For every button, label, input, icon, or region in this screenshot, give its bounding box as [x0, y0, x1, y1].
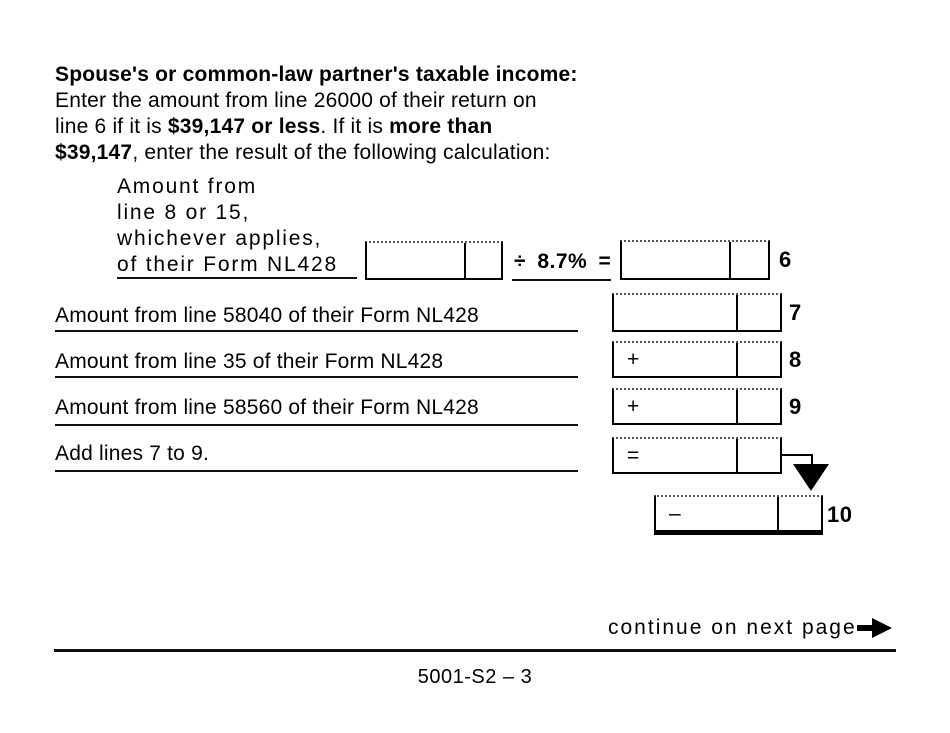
add-lines-underline: [55, 470, 578, 472]
line7-label: Amount from line 58040 of their Form NL4…: [55, 304, 479, 327]
intro-line-2: Enter the amount from line 26000 of thei…: [55, 89, 537, 112]
line6-label-4: of their Form NL428: [117, 253, 338, 276]
intro-line3-text2: . If it is: [320, 115, 390, 138]
line6-amount-box-a[interactable]: [365, 241, 503, 280]
line8-operator[interactable]: +: [627, 347, 640, 371]
line7-operator[interactable]: [614, 295, 736, 330]
line8-amount-box[interactable]: +: [612, 341, 782, 378]
line10-operator[interactable]: –: [669, 501, 681, 525]
arrow-down-icon: [782, 449, 832, 495]
line9-amount-box[interactable]: +: [612, 388, 782, 425]
line6-label-2: line 8 or 15,: [117, 201, 251, 224]
line6-number: 6: [779, 247, 792, 272]
page-code: 5001-S2 – 3: [417, 666, 533, 688]
intro-line3-bold-threshold: $39,147 or less: [167, 115, 321, 138]
line8-number: 8: [789, 346, 802, 372]
line10-amount-box[interactable]: –: [654, 495, 823, 535]
intro-line3-bold-more-than: more than: [389, 115, 493, 138]
add-lines-label: Add lines 7 to 9.: [55, 442, 209, 465]
line6-amount-a-dollars-field[interactable]: [367, 243, 464, 278]
footer-rule: [54, 649, 896, 652]
line6-label-underline: [117, 277, 357, 279]
line7-amount-box[interactable]: [612, 293, 782, 332]
line9-number: 9: [789, 393, 802, 419]
line6-operator: ÷ 8.7% =: [514, 250, 612, 273]
intro-line3-text: line 6 if it is: [55, 115, 168, 138]
line8-underline: [55, 376, 578, 378]
line10-number: 10: [827, 502, 853, 527]
line6-amount-box-b[interactable]: [620, 240, 770, 280]
line6-amount-a-cents-field[interactable]: [464, 243, 501, 278]
line6-amount-b-cents-field[interactable]: [729, 242, 768, 278]
line6-operator-underline: [512, 279, 611, 281]
intro-line4-text: , enter the result of the following calc…: [132, 141, 551, 164]
line9-cents-field[interactable]: [736, 390, 780, 423]
line6-label-3: whichever applies,: [117, 227, 323, 250]
line6-amount-b-dollars-field[interactable]: [622, 242, 729, 278]
line6-label-1: Amount from: [117, 175, 258, 198]
line7-number: 7: [789, 299, 802, 325]
line7-underline: [55, 330, 578, 332]
continue-note: continue on next page: [608, 616, 857, 639]
arrow-right-icon: [857, 616, 893, 640]
intro-line4-bold-threshold: $39,147: [55, 141, 133, 164]
section-heading: Spouse's or common-law partner's taxable…: [55, 63, 578, 86]
line8-cents-field[interactable]: [736, 343, 780, 376]
line9-underline: [55, 424, 578, 426]
line7-cents-field[interactable]: [736, 295, 780, 330]
add-lines-amount-box[interactable]: =: [612, 437, 782, 474]
add-lines-operator[interactable]: =: [627, 443, 640, 467]
line9-label: Amount from line 58560 of their Form NL4…: [55, 396, 479, 419]
line10-cents-field[interactable]: [777, 497, 821, 530]
intro-line-3: line 6 if it is $39,147 or less. If it i…: [55, 114, 492, 140]
add-lines-cents-field[interactable]: [736, 439, 780, 472]
line8-label: Amount from line 35 of their Form NL428: [55, 350, 444, 373]
line9-operator[interactable]: +: [627, 394, 640, 418]
intro-line-4: $39,147, enter the result of the followi…: [55, 140, 550, 166]
